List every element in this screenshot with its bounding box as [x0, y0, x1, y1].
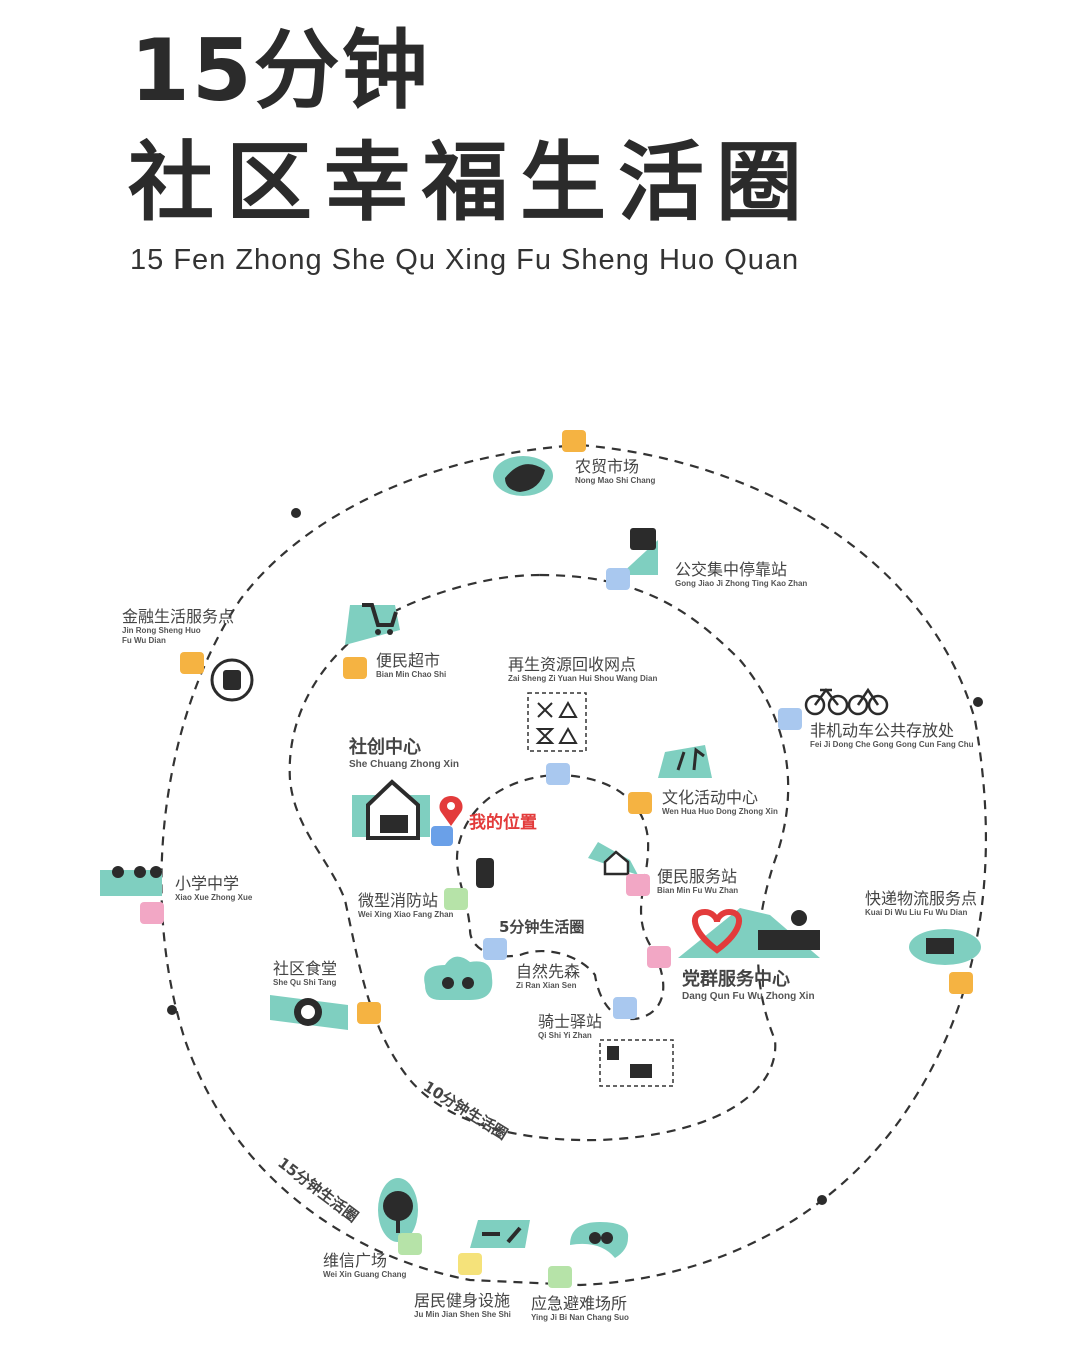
walker-icons — [167, 508, 983, 1205]
canteen-icon — [270, 995, 381, 1030]
culture-center-icon — [628, 745, 712, 814]
innovation-center-icon — [352, 779, 453, 846]
nature-icon — [424, 938, 507, 1000]
title-pinyin: 15 Fen Zhong She Qu Xing Fu Sheng Huo Qu… — [130, 244, 800, 276]
market-icon — [493, 430, 586, 496]
emergency-shelter-icon — [548, 1222, 629, 1288]
finance-icon — [180, 652, 254, 702]
recycling-icon — [527, 692, 587, 785]
service-station-icon — [588, 842, 650, 896]
title-line2: 社区幸福生活圈 — [128, 133, 814, 233]
ring-15min — [160, 443, 988, 1287]
fitness-icon — [458, 1220, 530, 1275]
bus-stop-icon — [606, 528, 658, 590]
location-pin-icon — [439, 796, 463, 826]
supermarket-icon — [343, 603, 400, 679]
my-location-label: 我的位置 — [469, 813, 537, 833]
title-line1: 15分钟 — [130, 21, 430, 121]
bike-parking-icon — [804, 687, 889, 716]
school-icon — [100, 866, 164, 924]
rider-station-icon — [599, 997, 674, 1087]
express-icon — [909, 929, 981, 994]
fire-station-icon — [444, 858, 494, 910]
ring-5min — [455, 773, 665, 1021]
party-center-icon — [647, 908, 820, 968]
ring-label-5min: 5分钟生活圈 — [499, 918, 585, 936]
plaza-icon — [378, 1178, 422, 1255]
ring-10min — [288, 573, 790, 1142]
